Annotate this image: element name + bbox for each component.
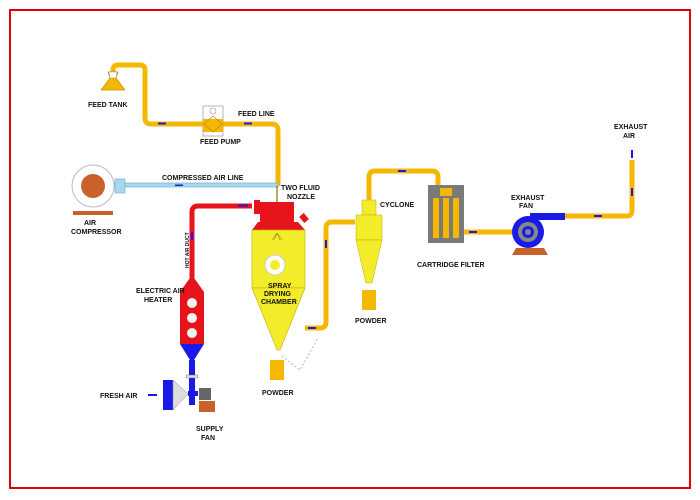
exhaust-stack-pipe bbox=[565, 160, 635, 219]
flow-arrow bbox=[308, 327, 316, 329]
label-supply-fan-1: SUPPLY bbox=[196, 426, 224, 433]
flow-arrow bbox=[594, 215, 602, 217]
flow-arrow bbox=[325, 240, 327, 248]
chamber-to-cyclone-pipe bbox=[305, 219, 355, 331]
label-powder-chamber: POWDER bbox=[262, 390, 294, 397]
flow-arrow bbox=[191, 232, 193, 240]
label-electric-air-heater-2: HEATER bbox=[144, 297, 172, 304]
label-cartridge-filter: CARTRIDGE FILTER bbox=[417, 262, 485, 269]
label-compressed-air-line: COMPRESSED AIR LINE bbox=[162, 175, 244, 182]
cyclone-to-filter-pipe bbox=[366, 168, 441, 200]
label-air-compressor-1: AIR bbox=[84, 220, 96, 227]
diagram-border bbox=[9, 9, 691, 489]
label-exhaust-air-1: EXHAUST bbox=[614, 124, 648, 131]
label-feed-tank: FEED TANK bbox=[88, 102, 128, 109]
powder-return-line bbox=[281, 337, 319, 371]
cartridge-filter bbox=[428, 185, 464, 243]
label-two-fluid-nozzle-2: NOZZLE bbox=[287, 194, 315, 201]
flow-arrow bbox=[244, 122, 252, 125]
label-powder-cyclone: POWDER bbox=[355, 318, 387, 325]
exhaust-fan bbox=[512, 213, 565, 255]
label-chamber-3: CHAMBER bbox=[261, 299, 297, 306]
label-cyclone: CYCLONE bbox=[380, 202, 415, 209]
label-air-compressor-2: COMPRESSOR bbox=[71, 229, 122, 236]
label-feed-pump: FEED PUMP bbox=[200, 139, 241, 146]
label-electric-air-heater-1: ELECTRIC AIR bbox=[136, 288, 185, 295]
feed-pump bbox=[202, 105, 224, 137]
spray-drying-chamber bbox=[251, 200, 309, 380]
flow-arrow bbox=[238, 204, 248, 207]
air-compressor bbox=[71, 164, 126, 215]
flow-arrow bbox=[175, 184, 183, 186]
label-exhaust-air-2: AIR bbox=[623, 133, 635, 140]
feed-tank bbox=[100, 71, 126, 91]
supply-fan bbox=[148, 379, 215, 412]
flow-arrow bbox=[631, 188, 633, 196]
feed-line-pipe bbox=[110, 62, 281, 186]
label-exhaust-fan-1: EXHAUST bbox=[511, 195, 545, 202]
electric-air-heater bbox=[180, 275, 204, 405]
label-feed-line: FEED LINE bbox=[238, 111, 275, 118]
label-hot-air-duct: HOT AIR DUCT bbox=[185, 232, 191, 268]
label-exhaust-fan-2: FAN bbox=[519, 203, 533, 210]
label-chamber-2: DRYING bbox=[264, 291, 292, 298]
cyclone bbox=[355, 199, 383, 310]
flow-arrow bbox=[631, 150, 633, 158]
label-two-fluid-nozzle-1: TWO FLUID bbox=[281, 185, 320, 192]
compressed-air-line bbox=[112, 182, 279, 188]
flow-arrows bbox=[158, 122, 633, 329]
label-fresh-air: FRESH AIR bbox=[100, 393, 137, 400]
label-supply-fan-2: FAN bbox=[201, 435, 215, 442]
flow-arrow bbox=[398, 170, 406, 172]
label-chamber-1: SPRAY bbox=[268, 283, 292, 290]
flow-arrow bbox=[158, 122, 166, 125]
flow-arrow bbox=[469, 231, 477, 233]
hot-air-duct bbox=[189, 203, 252, 340]
